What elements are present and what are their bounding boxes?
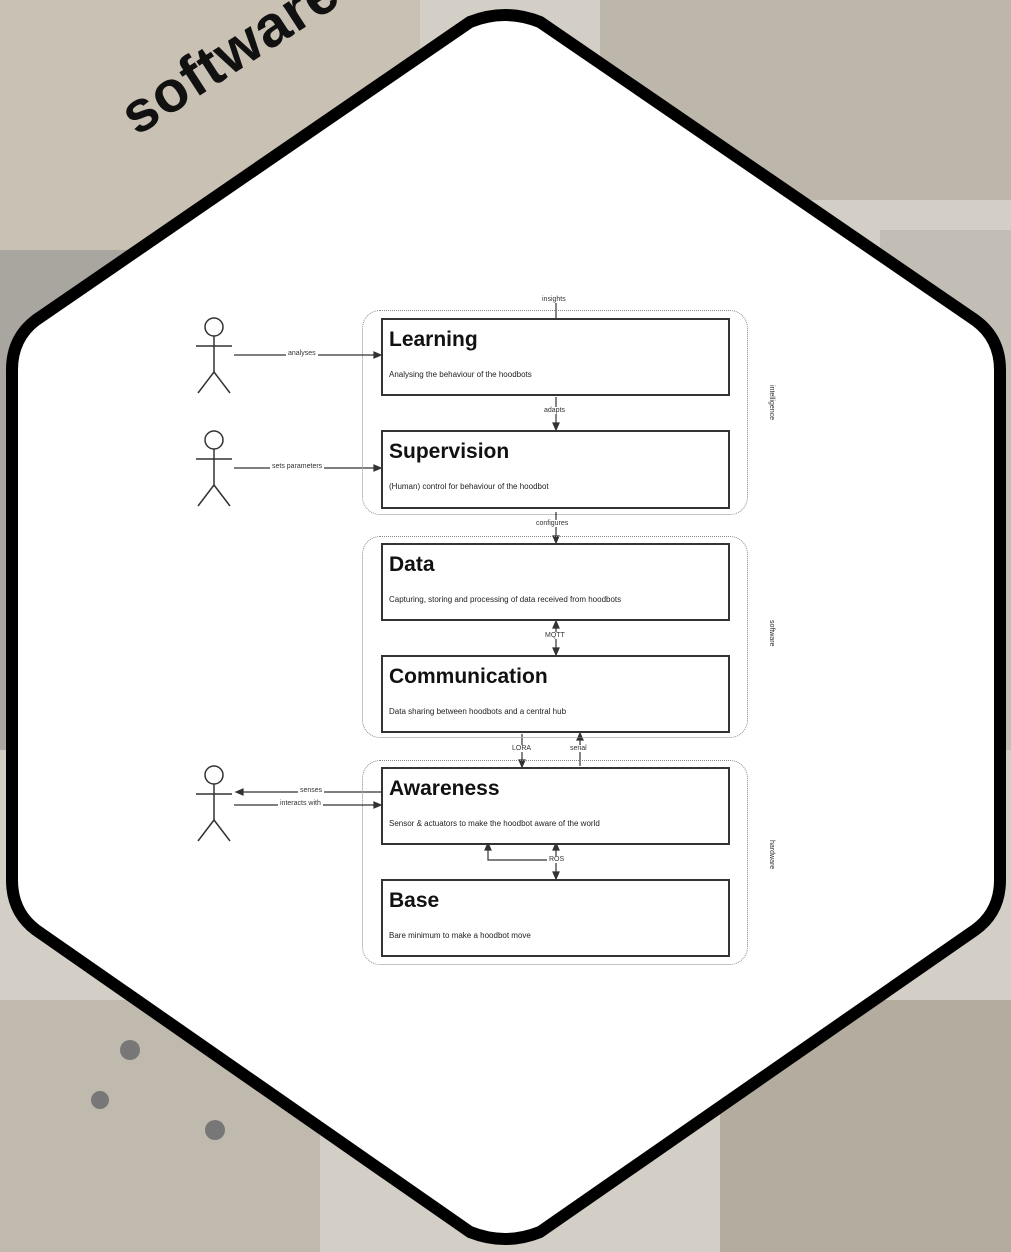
box-awareness-desc: Sensor & actuators to make the hoodbot a…: [389, 819, 600, 828]
edge-label-senses: senses: [298, 787, 325, 794]
box-learning-title: Learning: [389, 328, 478, 351]
edge-label-serial: serial: [568, 745, 589, 752]
actor-person: [196, 765, 232, 842]
box-data: Data Capturing, storing and processing o…: [381, 543, 730, 621]
box-awareness: Awareness Sensor & actuators to make the…: [381, 767, 730, 845]
edge-label-interacts-with: interacts with: [278, 800, 323, 807]
group-hardware: [362, 760, 748, 965]
edge-label-sets-parameters: sets parameters: [270, 463, 325, 470]
box-communication-desc: Data sharing between hoodbots and a cent…: [389, 707, 567, 716]
box-base-title: Base: [389, 889, 440, 912]
group-label-intelligence: intelligence: [768, 385, 775, 421]
box-data-desc: Capturing, storing and processing of dat…: [389, 595, 622, 604]
hexagon-card: [6, 9, 1006, 1245]
edge-label-mqtt: MQTT: [543, 632, 567, 639]
box-learning-desc: Analysing the behaviour of the hoodbots: [389, 370, 532, 379]
box-data-title: Data: [389, 553, 435, 576]
edge-label-insights: insights: [540, 296, 568, 303]
box-supervision: Supervision (Human) control for behaviou…: [381, 430, 730, 509]
box-communication-title: Communication: [389, 665, 548, 688]
group-intelligence: [362, 310, 748, 515]
box-learning: Learning Analysing the behaviour of the …: [381, 318, 730, 396]
group-software: [362, 536, 748, 738]
actor-analyst: [196, 317, 232, 394]
edge-label-analyses: analyses: [286, 350, 318, 357]
edge-label-configures: configures: [534, 520, 571, 527]
box-base-desc: Bare minimum to make a hoodbot move: [389, 931, 531, 940]
actor-supervisor: [196, 430, 232, 507]
box-supervision-title: Supervision: [389, 440, 510, 463]
box-communication: Communication Data sharing between hoodb…: [381, 655, 730, 733]
group-label-software: software: [768, 620, 775, 647]
group-label-hardware: hardware: [768, 840, 775, 870]
edge-label-lora: LORA: [510, 745, 534, 752]
box-awareness-title: Awareness: [389, 777, 500, 800]
edge-label-ros: ROS: [547, 856, 567, 863]
box-supervision-desc: (Human) control for behaviour of the hoo…: [389, 482, 549, 491]
box-base: Base Bare minimum to make a hoodbot move: [381, 879, 730, 957]
edge-label-adapts: adapts: [542, 407, 568, 414]
